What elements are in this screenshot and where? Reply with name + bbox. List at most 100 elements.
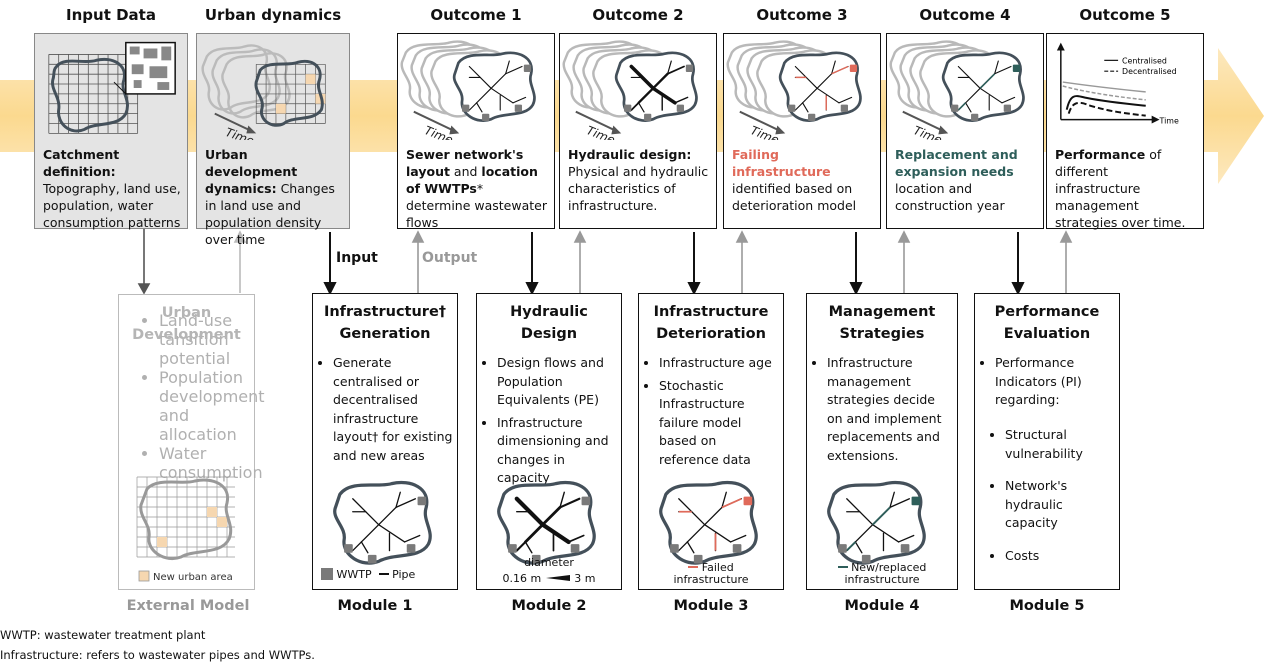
new-urban-area-grid-icon: New urban area (136, 476, 235, 583)
module-1-items: Generate centralised or decentralised in… (319, 354, 453, 469)
sewer-network-stack-icon: Time (400, 40, 536, 140)
performance-chart-icon: Centralised Decentralised Time (1056, 42, 1179, 126)
output-label: Output (422, 250, 478, 266)
input-data-description: Catchment definition: Topography, land u… (43, 147, 181, 230)
failed-line-icon (688, 566, 699, 568)
card-outcome-5: Centralised Decentralised Time Performan… (1046, 33, 1204, 230)
time-label: Time (749, 123, 781, 140)
replaced-network-stack-icon: Time (889, 40, 1025, 140)
module-2-label: Module 2 (511, 598, 587, 614)
card-outcome-3: Time Failing infrastructure identified b… (723, 33, 881, 229)
urban-dynamics-description: Urban development dynamics: Changes in l… (205, 147, 335, 247)
module-3-network-icon (659, 481, 758, 565)
input-label: Input (336, 250, 378, 266)
legend-decentralised: Decentralised (1122, 67, 1177, 76)
module-1-legend: WWTP Pipe (321, 568, 415, 581)
new-urban-area-legend: New urban area (153, 572, 233, 583)
module-sub-item: Structural vulnerability (1005, 426, 1115, 463)
sewer-network-drawing: Time (562, 40, 698, 140)
title-outcome-3: Outcome 3 (756, 6, 848, 24)
outcome-1-description: Sewer network's layout and location of W… (406, 147, 547, 230)
title-input-data: Input Data (66, 6, 156, 24)
title-outcome-5: Outcome 5 (1079, 6, 1171, 24)
title-outcome-4: Outcome 4 (919, 6, 1011, 24)
footnote-wwtp: WWTP: wastewater treatment plant (0, 628, 206, 642)
card-outcome-2: Time Hydraulic design: Physical and hydr… (559, 33, 717, 229)
diameter-legend-title: diameter (524, 556, 574, 569)
module-3-label: Module 3 (673, 598, 749, 614)
failed-network-stack-icon: Time (726, 40, 862, 140)
module-sub-item: Network's hydraulic capacity (1005, 477, 1115, 533)
module-2-items: Design flows and Population Equivalents … (483, 354, 617, 492)
module-network-drawing (497, 481, 596, 565)
module-5-items: Performance Indicators (PI) regarding: (981, 354, 1115, 414)
external-item: Population development and allocation (159, 368, 265, 444)
sewer-network-drawing: Time (400, 40, 536, 140)
sewer-network-drawing: Time (889, 40, 1025, 140)
outcome-5-description: Performance of different infrastructure … (1055, 147, 1186, 230)
sewer-network-drawing: Time (726, 40, 862, 140)
card-urban-dynamics: Time Urban development dynamics: Changes… (196, 33, 350, 247)
module-item: Design flows and Population Equivalents … (497, 354, 617, 410)
diameter-wedge-icon (545, 575, 570, 581)
outcome-4-description: Replacement and expansion needs location… (895, 147, 1018, 213)
wwtp-legend-icon (321, 568, 333, 580)
card-input-data: Catchment definition: Topography, land u… (34, 33, 188, 230)
module-item: Stochastic Infrastructure failure model … (659, 377, 779, 470)
module-1-label: Module 1 (337, 598, 413, 614)
module-4-network-icon (827, 481, 926, 565)
module-4-label: Module 4 (844, 598, 920, 614)
outcome-2-description: Hydraulic design: Physical and hydraulic… (568, 147, 709, 213)
external-model-label: External Model (126, 598, 250, 614)
title-urban-dynamics: Urban dynamics (204, 6, 342, 24)
module-item: Infrastructure dimensioning and changes … (497, 414, 617, 488)
catchment-map-icon (48, 41, 176, 134)
chart-time-label: Time (1159, 117, 1179, 126)
title-outcome-2: Outcome 2 (592, 6, 684, 24)
module-network-drawing (659, 481, 758, 565)
time-label: Time (224, 125, 256, 140)
module-item: Infrastructure age (659, 354, 779, 373)
module-1-network-icon (333, 481, 432, 565)
external-items: Land-use tansition potential Population … (119, 311, 265, 482)
hydraulic-network-stack-icon: Time (562, 40, 698, 140)
module-1-box: Infrastructure†Generation Generate centr… (312, 293, 458, 590)
module-sub-item: Costs (1005, 547, 1115, 566)
module-2-network-icon (497, 481, 596, 565)
module-item: Generate centralised or decentralised in… (333, 354, 453, 465)
module-4-items: Infrastructure management strategies dec… (813, 354, 953, 469)
urban-dynamics-time-stack-icon: Time (201, 44, 326, 140)
module-item: Performance Indicators (PI) regarding: (995, 354, 1115, 410)
module-5-sub-items: Structural vulnerability Network's hydra… (991, 426, 1115, 569)
legend-centralised: Centralised (1122, 56, 1167, 65)
module-5-label: Module 5 (1009, 598, 1085, 614)
outcome-3-description: Failing infrastructure identified based … (732, 147, 857, 213)
module-network-drawing (827, 481, 926, 565)
pipe-legend-icon (378, 573, 389, 575)
title-outcome-1: Outcome 1 (430, 6, 522, 24)
time-label: Time (585, 123, 617, 140)
module-3-items: Infrastructure age Stochastic Infrastruc… (645, 354, 779, 473)
module-1-title: Infrastructure†Generation (323, 304, 447, 342)
card-outcome-1: Time Sewer network's layout and location… (397, 33, 555, 230)
external-item: Land-use tansition potential (159, 311, 254, 368)
module-item: Infrastructure management strategies dec… (827, 354, 953, 465)
replaced-line-icon (837, 566, 848, 568)
footnote-infrastructure: Infrastructure: refers to wastewater pip… (0, 648, 315, 662)
diameter-legend: 0.16 m 3 m (502, 572, 596, 585)
time-label: Time (912, 123, 944, 140)
module-network-drawing (333, 481, 432, 565)
card-outcome-4: Time Replacement and expansion needs loc… (886, 33, 1044, 229)
